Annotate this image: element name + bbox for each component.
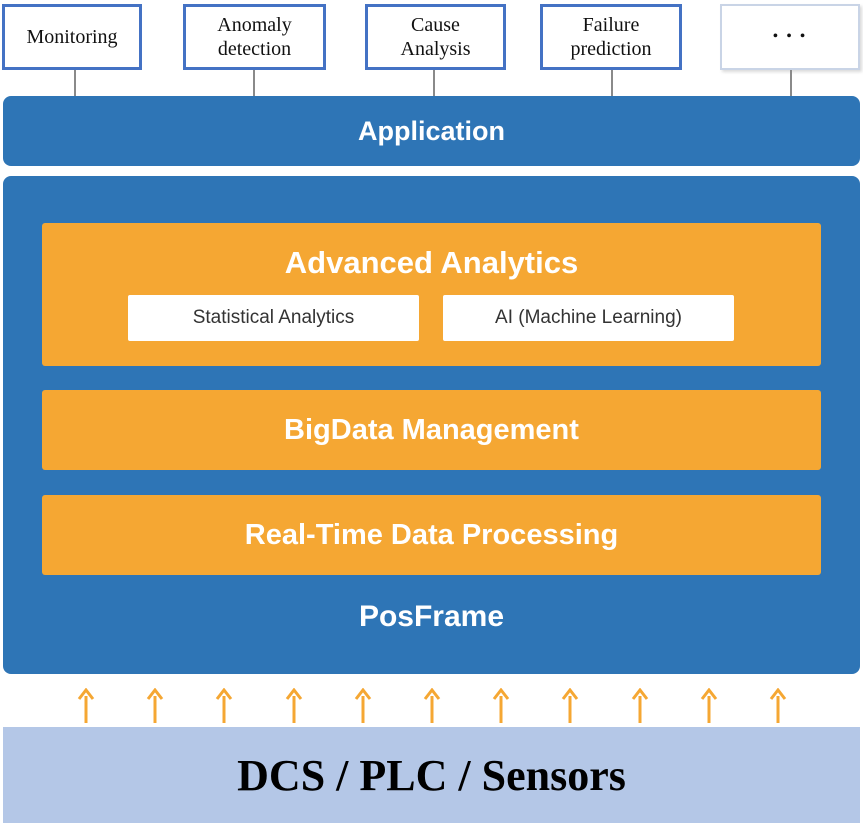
posframe-label: PosFrame xyxy=(358,600,505,633)
ai-machine-learning-chip: AI (Machine Learning) xyxy=(443,295,734,341)
connector-line xyxy=(611,70,613,96)
top-box-failure-prediction: Failure prediction xyxy=(540,4,682,70)
chip-label: Statistical Analytics xyxy=(192,307,355,328)
advanced-analytics-title: Advanced Analytics xyxy=(284,245,579,280)
connector-line xyxy=(790,70,792,96)
realtime-label: Real-Time Data Processing xyxy=(244,518,619,551)
top-box-label: Monitoring xyxy=(26,26,118,48)
top-box-anomaly-detection: Anomaly detection xyxy=(183,4,326,70)
connector-line xyxy=(433,70,435,96)
advanced-analytics-block: Advanced Analytics Statistical Analytics… xyxy=(42,223,821,366)
top-box-label: Anomaly detection xyxy=(217,14,292,60)
statistical-analytics-chip: Statistical Analytics xyxy=(128,295,419,341)
ellipsis-label: • • • xyxy=(772,28,808,46)
up-arrow-icon xyxy=(700,688,717,723)
up-arrow-icon xyxy=(631,688,648,723)
top-box-cause-analysis: Cause Analysis xyxy=(365,4,506,70)
connector-line xyxy=(74,70,76,96)
top-box-more: • • • xyxy=(720,4,860,70)
bigdata-label: BigData Management xyxy=(284,413,579,446)
application-label: Application xyxy=(358,115,505,146)
up-arrow-icon xyxy=(769,688,787,723)
up-arrow-icon xyxy=(285,688,302,723)
top-box-label: Failure prediction xyxy=(570,14,652,60)
up-arrow-icon xyxy=(562,688,579,723)
data-sources-label: DCS / PLC / Sensors xyxy=(237,750,626,800)
application-layer: Application xyxy=(3,96,860,166)
up-arrow-icon xyxy=(216,688,233,723)
bigdata-management-block: BigData Management xyxy=(42,390,821,470)
top-box-label: Cause Analysis xyxy=(400,14,471,60)
up-arrow-icon xyxy=(147,688,164,723)
data-sources-layer: DCS / PLC / Sensors xyxy=(3,727,860,823)
realtime-processing-block: Real-Time Data Processing xyxy=(42,495,821,575)
up-arrow-icon xyxy=(423,688,441,723)
top-box-monitoring: Monitoring xyxy=(2,4,142,70)
up-arrow-icon xyxy=(77,688,95,723)
up-arrow-icon xyxy=(354,688,371,723)
connector-line xyxy=(253,70,255,96)
up-arrow-icon xyxy=(493,688,510,723)
chip-label: AI (Machine Learning) xyxy=(495,307,682,328)
